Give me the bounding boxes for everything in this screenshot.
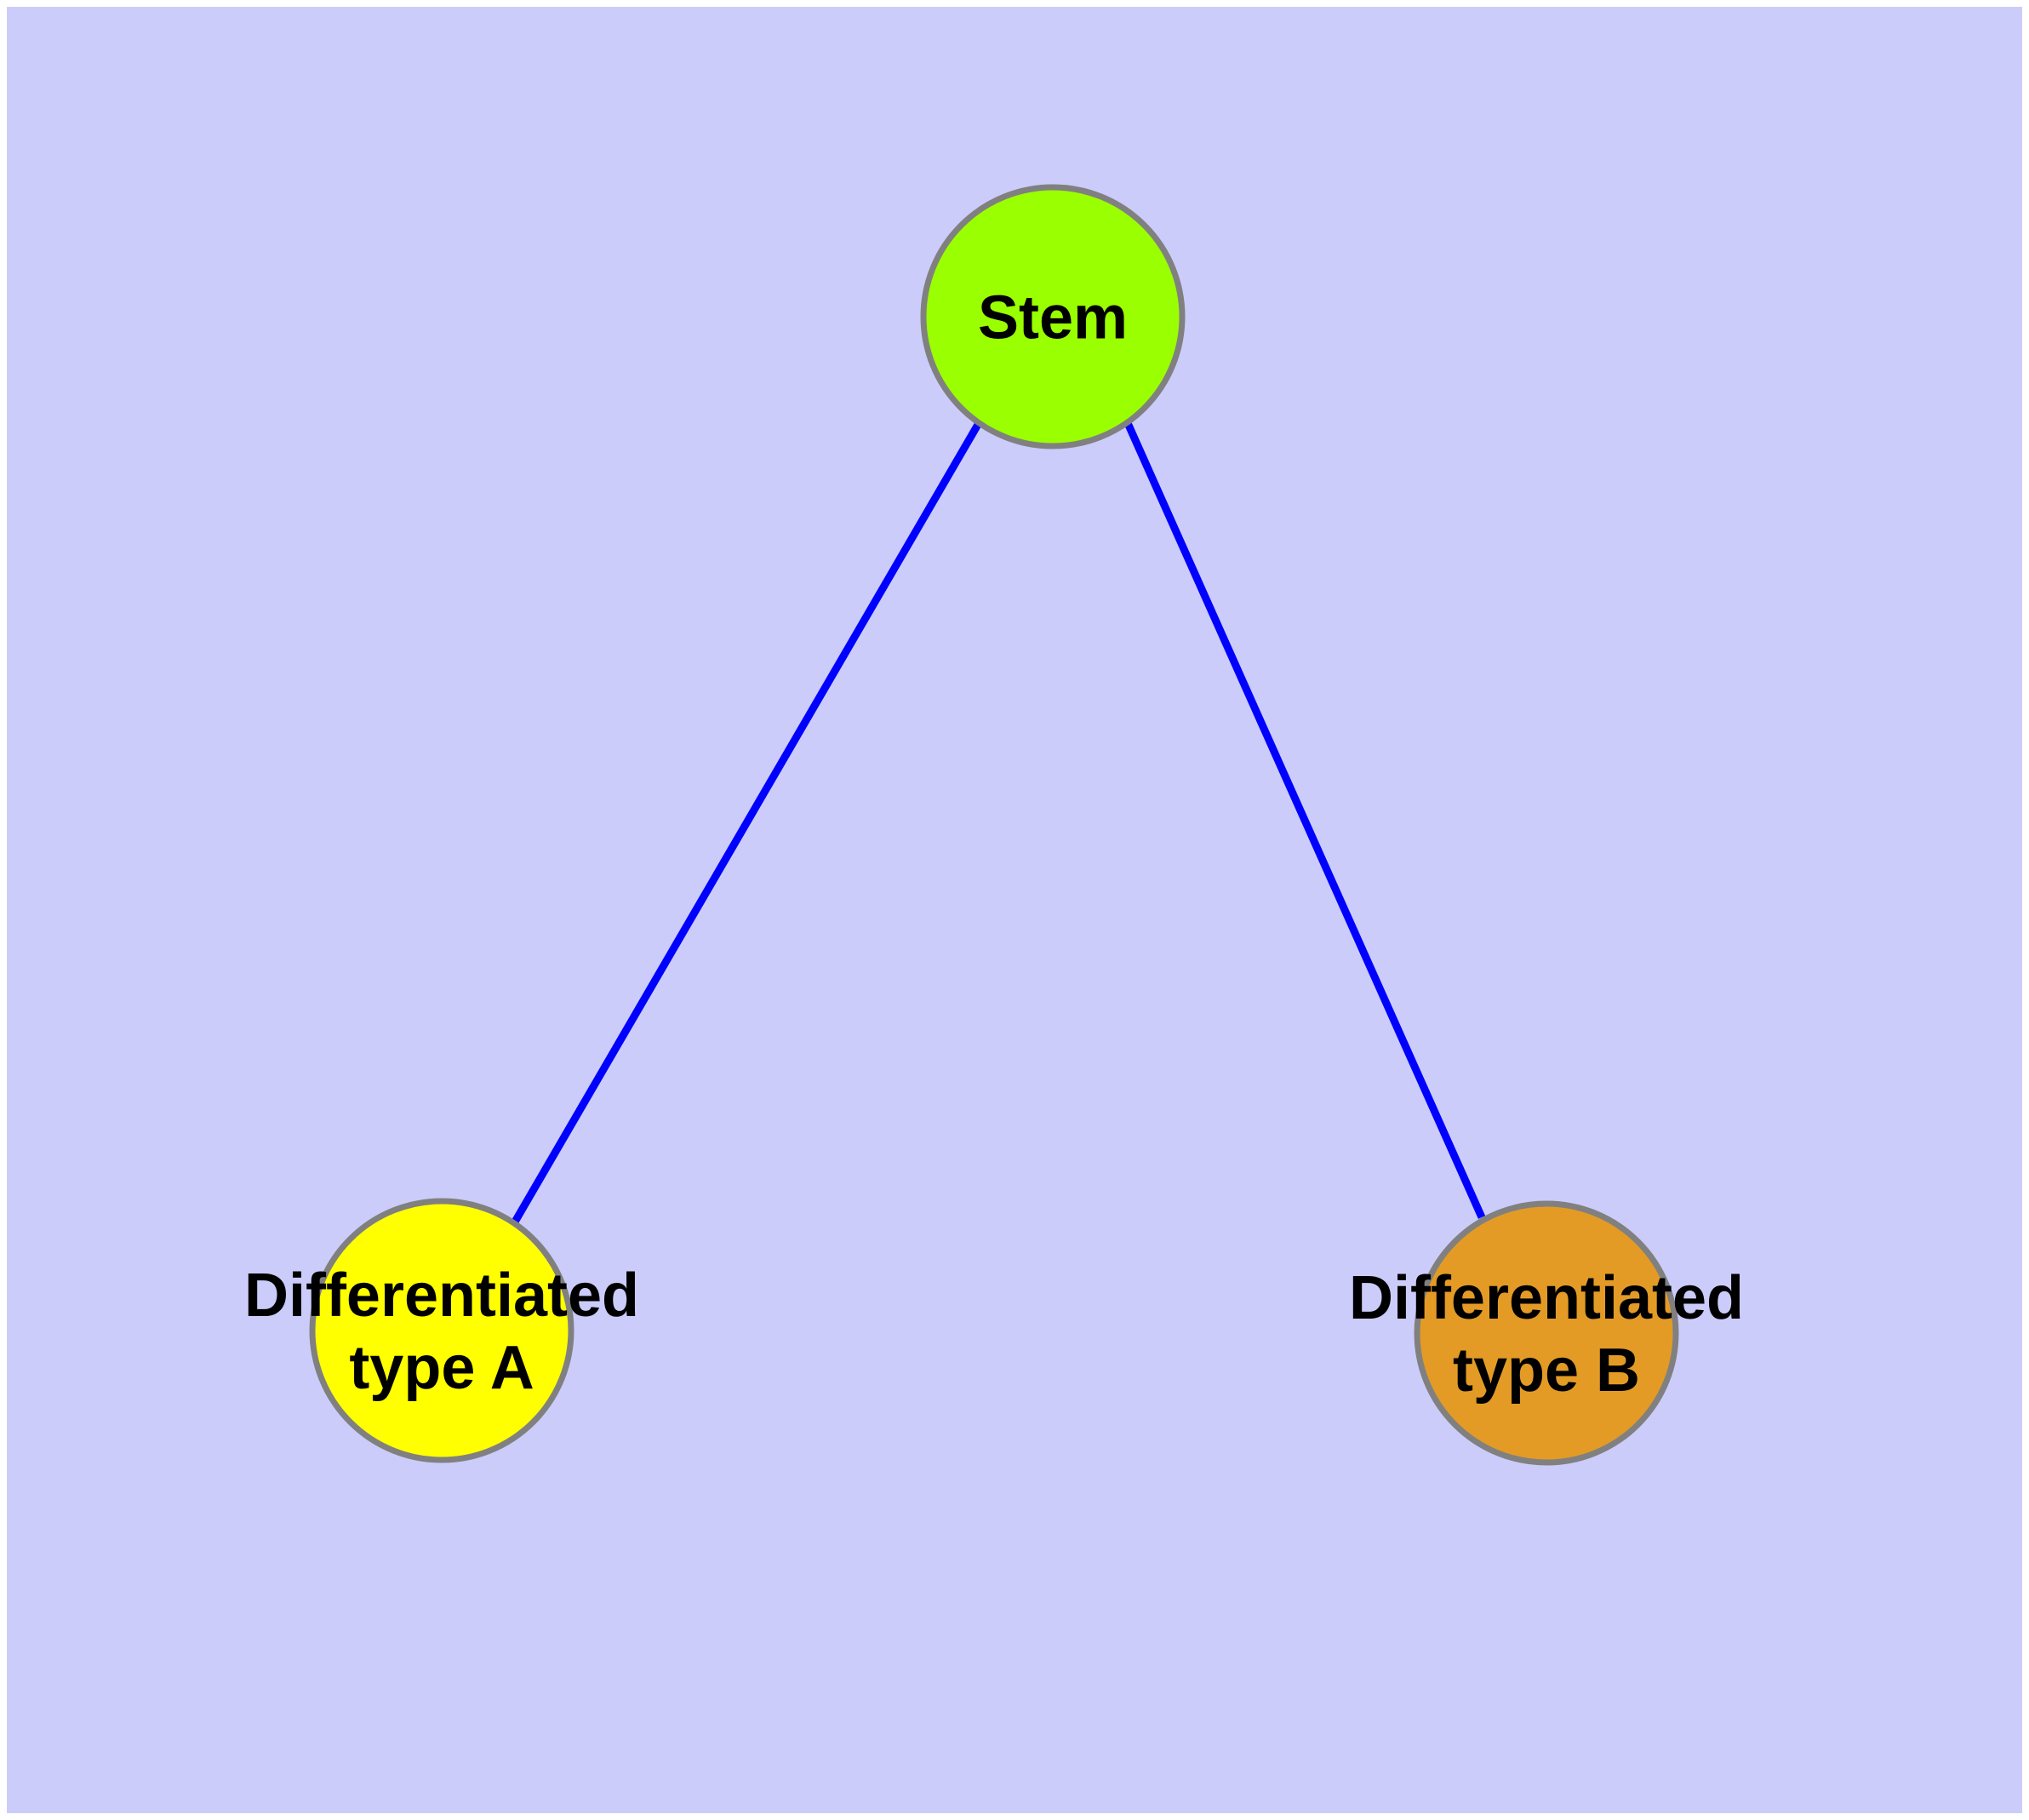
node-label-stem: Stem (978, 284, 1128, 352)
node-label-differentiated-type-b-line1: Differentiated (1349, 1264, 1744, 1332)
edges-layer (511, 421, 1486, 1226)
node-differentiated-type-a[interactable] (309, 1198, 574, 1463)
node-label-differentiated-type-a-line2: type A (349, 1334, 534, 1402)
node-circle-differentiated-type-b[interactable] (1414, 1200, 1679, 1466)
labels-layer: Stem Differentiated type A Differentiate… (244, 284, 1744, 1405)
node-label-differentiated-type-b-line2: type B (1453, 1336, 1640, 1405)
node-label-differentiated-type-a: Differentiated type A (244, 1262, 639, 1402)
node-label-stem-line1: Stem (978, 284, 1128, 352)
node-stem[interactable] (920, 184, 1186, 449)
node-label-differentiated-type-b: Differentiated type B (1349, 1264, 1744, 1405)
edge-stem-to-differentiated-type-b[interactable] (1123, 421, 1486, 1219)
node-circle-differentiated-type-a[interactable] (309, 1198, 574, 1463)
nodes-layer (309, 184, 1679, 1466)
node-circle-stem[interactable] (920, 184, 1186, 449)
edge-stem-to-differentiated-type-a[interactable] (511, 421, 982, 1226)
node-label-differentiated-type-a-line1: Differentiated (244, 1262, 639, 1330)
node-differentiated-type-b[interactable] (1414, 1200, 1679, 1466)
